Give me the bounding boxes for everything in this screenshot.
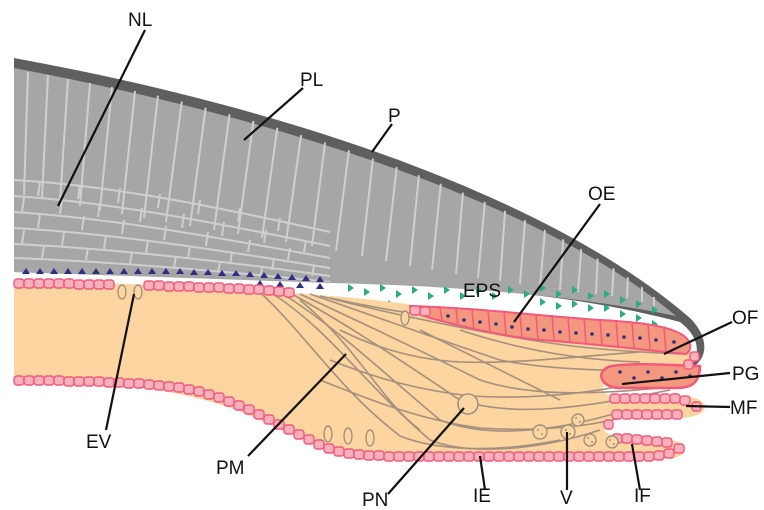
shell-body xyxy=(14,68,676,316)
label-IF: IF xyxy=(634,486,651,507)
label-NL: NL xyxy=(128,10,152,31)
leader-MF xyxy=(686,406,730,407)
label-PL: PL xyxy=(300,70,323,91)
leader-P xyxy=(372,124,392,152)
label-EPS: EPS xyxy=(463,281,501,302)
label-PG: PG xyxy=(732,364,759,385)
label-P: P xyxy=(388,106,401,127)
label-PM: PM xyxy=(216,458,245,479)
label-V: V xyxy=(560,488,573,509)
label-OE: OE xyxy=(588,184,615,205)
label-OF: OF xyxy=(732,308,758,329)
label-EV: EV xyxy=(86,432,112,453)
label-IE: IE xyxy=(473,486,491,507)
label-PN: PN xyxy=(362,490,388,510)
label-MF: MF xyxy=(730,398,757,419)
